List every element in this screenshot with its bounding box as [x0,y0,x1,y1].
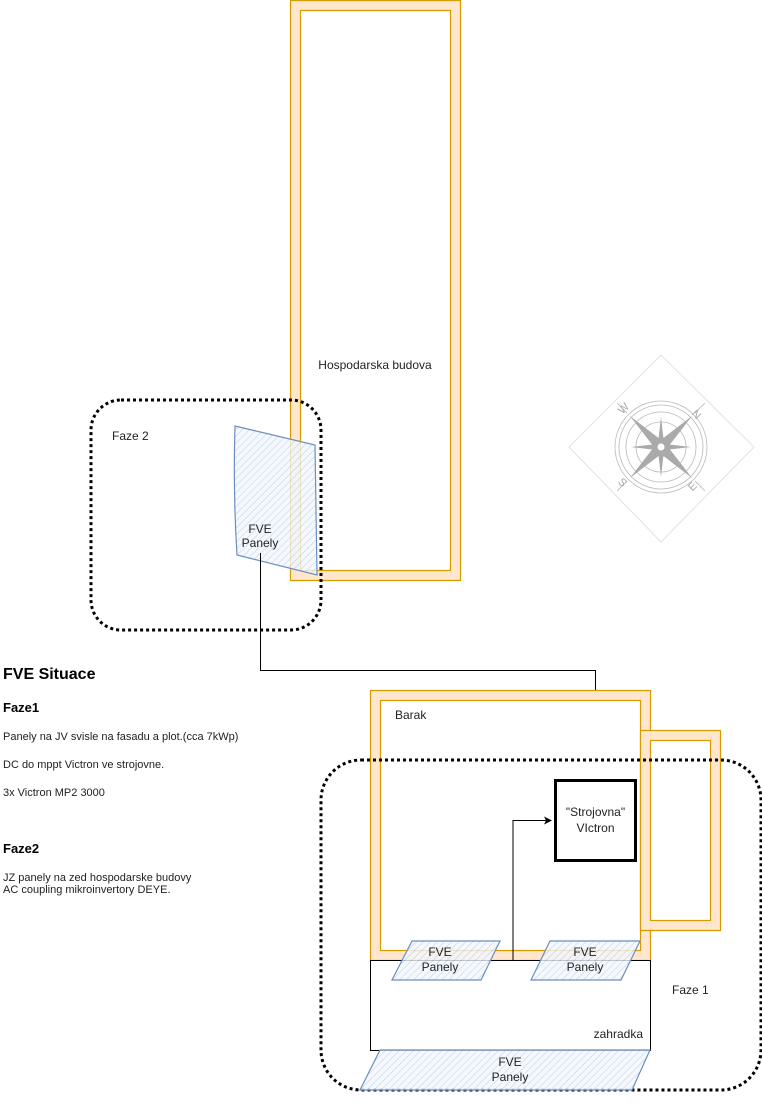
faze2-heading: Faze2 [3,841,40,856]
building-annex[interactable] [639,729,722,932]
compass-rose-icon: N E S W [568,354,755,543]
panel-faze1-right[interactable]: FVE Panely [530,940,641,981]
faze1-note: DC do mppt Victron ve strojovne. [3,759,165,771]
building-hospodarska-budova[interactable]: Hospodarska budova [289,0,462,582]
barak-label: Barak [395,708,427,722]
panel-bottom-label-line1: FVE [498,1055,521,1069]
strojovna-label-line2: VIctron [576,821,614,835]
panel-faze1-left[interactable]: FVE Panely [391,940,501,981]
panel-faze2[interactable]: FVE Panely [233,425,318,576]
zone-faze2[interactable] [89,398,323,632]
faze1-heading: Faze1 [3,700,40,715]
strojovna-victron[interactable]: "Strojovna" VIctron [554,779,637,862]
zone-faze2-label: Faze 2 [112,429,149,443]
faze2-note: JZ panely na zed hospodarske budovy [3,872,192,884]
connector-faze1-to-strojovna [512,816,552,960]
panel-faze2-label-line1: FVE [248,522,271,536]
zone-faze1-label: Faze 1 [672,983,709,997]
faze1-note: Panely na JV svisle na fasadu a plot.(cc… [3,731,239,743]
panel-right-label-line2: Panely [567,960,604,974]
faze1-note: 3x Victron MP2 3000 [3,787,105,799]
panel-right-label-line1: FVE [573,945,596,959]
panel-faze1-bottom[interactable]: FVE Panely [359,1049,651,1091]
panel-left-label-line1: FVE [428,945,451,959]
panel-bottom-label-line2: Panely [492,1070,529,1084]
zahradka-label: zahradka [594,1027,644,1041]
hospodarska-label: Hospodarska budova [318,358,432,372]
panel-left-label-line2: Panely [422,960,459,974]
strojovna-label-line1: "Strojovna" [566,805,625,819]
diagram-title: FVE Situace [3,666,96,683]
panel-faze2-label-line2: Panely [242,536,279,550]
notes-panel: FVE Situace Faze1 Panely na JV svisle na… [3,666,303,896]
zone-faze1[interactable] [319,758,762,1092]
faze2-note: AC coupling mikroinvertory DEYE. [3,884,171,896]
